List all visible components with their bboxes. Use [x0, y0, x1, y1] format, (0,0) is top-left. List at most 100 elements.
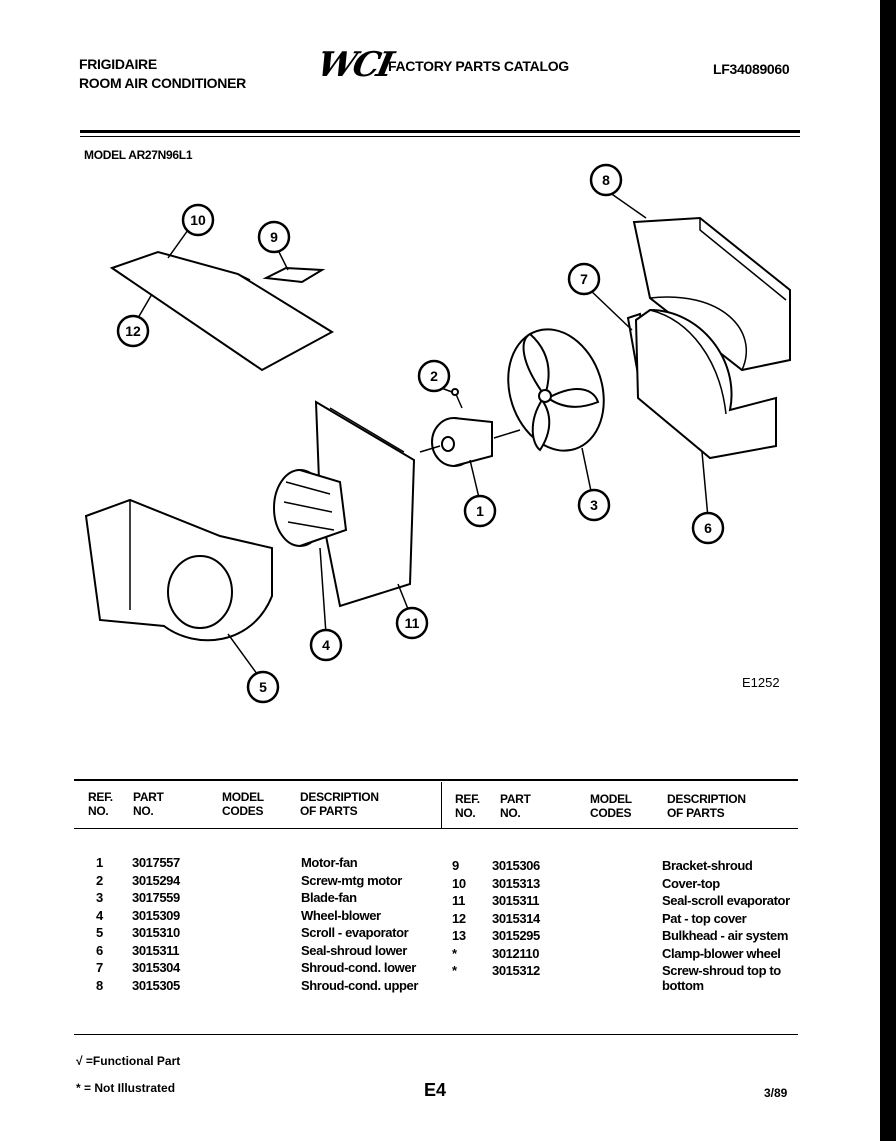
fan-motor — [419, 417, 521, 467]
header-ref-right: REF. NO. — [455, 792, 480, 820]
part-description: Seal-shroud lower — [301, 942, 407, 958]
part-description: Scroll - evaporator — [301, 925, 409, 940]
callout-11: 11 — [395, 606, 429, 640]
header-part-left: PART NO. — [133, 790, 164, 818]
part-description: Pat - top cover — [662, 910, 747, 926]
ref-number: 9 — [452, 858, 459, 873]
svg-text:7: 7 — [580, 271, 588, 287]
part-number: 3015311 — [492, 893, 540, 908]
ref-number: 7 — [96, 960, 103, 975]
svg-text:2: 2 — [430, 368, 438, 384]
part-description: Seal-scroll evaporator — [662, 893, 790, 908]
exploded-parts-diagram: 10 9 12 2 1 3 8 7 6 11 4 5 — [84, 163, 791, 704]
callout-1: 1 — [463, 494, 497, 528]
svg-text:1: 1 — [476, 503, 484, 519]
ref-number: 2 — [96, 872, 103, 888]
fan-blade — [507, 328, 605, 452]
wci-logo: WCI — [313, 45, 395, 85]
svg-text:4: 4 — [322, 637, 330, 653]
top-cover-pad — [109, 250, 334, 372]
part-description: Cover-top — [662, 875, 720, 891]
ref-number: 8 — [96, 977, 103, 993]
callout-4: 4 — [309, 628, 343, 662]
callout-6: 6 — [691, 511, 725, 545]
svg-text:6: 6 — [704, 520, 712, 536]
ref-number: 12 — [452, 910, 466, 926]
part-number: 3015295 — [492, 928, 540, 943]
catalog-title: FACTORY PARTS CATALOG — [388, 58, 569, 74]
part-number: 3015294 — [132, 872, 180, 888]
header-rule-bottom — [80, 136, 800, 137]
diagram-code: E1252 — [742, 675, 780, 690]
svg-text:9: 9 — [270, 229, 278, 245]
parts-row: 5 3015310 Scroll - evaporator — [96, 925, 441, 943]
ref-number: 13 — [452, 928, 466, 943]
ref-number: 6 — [96, 942, 103, 958]
part-number: 3017559 — [132, 890, 180, 905]
part-description: Screw-shroud top to bottom — [662, 963, 781, 993]
svg-text:10: 10 — [190, 212, 206, 228]
parts-row: 12 3015314 Pat - top cover — [452, 911, 802, 929]
svg-text:8: 8 — [602, 172, 610, 188]
table-rule-bottom — [74, 1034, 798, 1035]
part-number: 3015306 — [492, 858, 540, 873]
part-description: Shroud-cond. upper — [301, 977, 419, 993]
ref-number: 4 — [96, 907, 103, 923]
parts-row: * 3012110 Clamp-blower wheel — [452, 946, 802, 964]
ref-number: * — [452, 945, 457, 961]
catalog-number: LF34089060 — [713, 61, 790, 77]
header-part-right: PART NO. — [500, 792, 531, 820]
legend-functional-part: √ =Functional Part — [76, 1054, 181, 1068]
ref-number: 3 — [96, 890, 103, 905]
part-description: Wheel-blower — [301, 907, 381, 923]
parts-row: 6 3015311 Seal-shroud lower — [96, 943, 441, 961]
parts-row: 2 3015294 Screw-mtg motor — [96, 873, 441, 891]
part-description: Blade-fan — [301, 890, 357, 905]
callout-12: 12 — [116, 314, 150, 348]
part-number: 3015311 — [132, 942, 180, 958]
header-model-left: MODEL CODES — [222, 790, 264, 818]
header-desc-right: DESCRIPTION OF PARTS — [667, 792, 746, 820]
svg-text:11: 11 — [405, 615, 420, 631]
header-desc-left: DESCRIPTION OF PARTS — [300, 790, 379, 818]
table-rule-divider — [441, 782, 442, 828]
callout-8: 8 — [589, 163, 623, 197]
callout-10: 10 — [181, 203, 215, 237]
part-description: Screw-mtg motor — [301, 872, 402, 888]
condenser-shroud-upper — [632, 216, 791, 372]
condenser-shroud-lower — [634, 308, 777, 460]
svg-text:5: 5 — [259, 679, 267, 695]
part-description: Clamp-blower wheel — [662, 945, 781, 961]
callout-9: 9 — [257, 220, 291, 254]
part-number: 3015313 — [492, 875, 540, 891]
parts-row: 3 3017559 Blade-fan — [96, 890, 441, 908]
callout-5: 5 — [246, 670, 280, 704]
blower-wheel — [273, 469, 348, 547]
product-name: ROOM AIR CONDITIONER — [79, 75, 246, 91]
bracket-shroud — [262, 266, 326, 284]
ref-number: 5 — [96, 925, 103, 940]
model-label: MODEL AR27N96L1 — [84, 148, 193, 162]
part-number: 3015309 — [132, 907, 180, 923]
part-number: 3015314 — [492, 910, 540, 926]
part-number: 3012110 — [492, 945, 540, 961]
part-number: 3015304 — [132, 960, 180, 975]
part-number: 3015312 — [492, 963, 540, 978]
part-number: 3015310 — [132, 925, 180, 940]
part-description: Motor-fan — [301, 855, 358, 870]
parts-row: 4 3015309 Wheel-blower — [96, 908, 441, 926]
svg-text:12: 12 — [125, 323, 141, 339]
header-model-right: MODEL CODES — [590, 792, 632, 820]
svg-text:3: 3 — [590, 497, 598, 513]
table-rule-top — [74, 779, 798, 781]
table-rule-header — [74, 828, 798, 829]
